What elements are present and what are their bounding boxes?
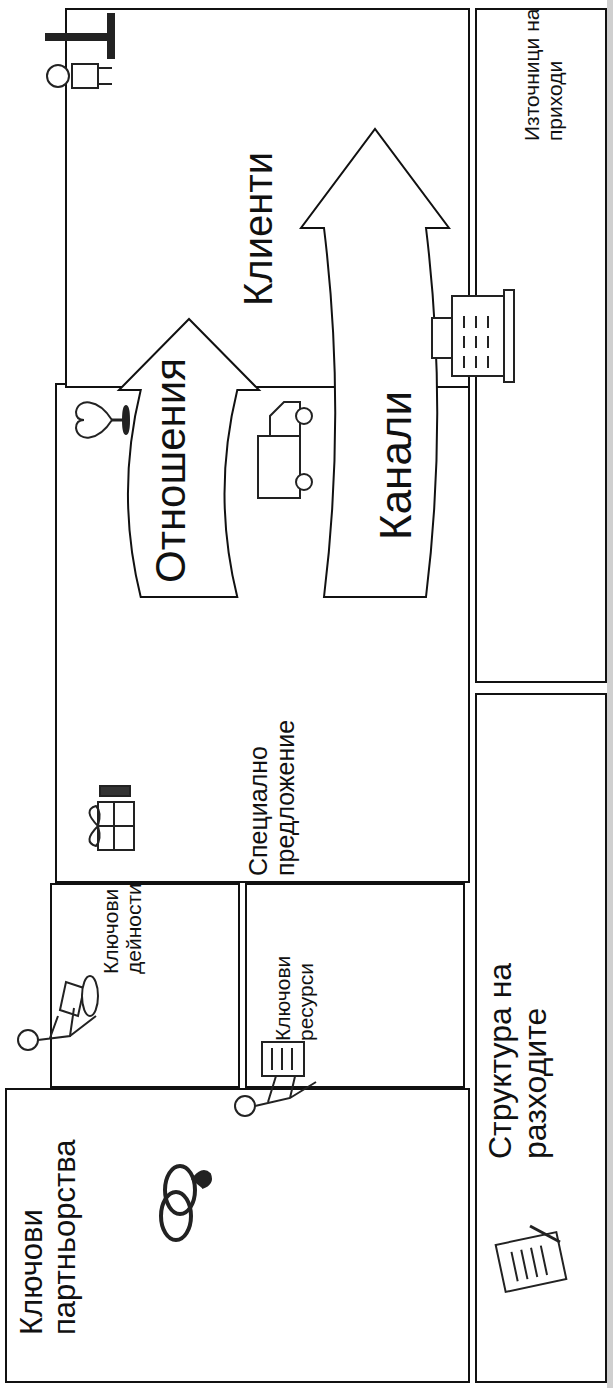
block-label: Ключови ресурси bbox=[272, 951, 317, 1041]
gift-icon bbox=[89, 786, 134, 850]
worker-figure bbox=[18, 976, 98, 1050]
worker-figure bbox=[235, 1042, 316, 1116]
arrow-block: Отношения bbox=[118, 318, 260, 598]
truck-icon bbox=[258, 402, 312, 498]
block-label: Ключови дейности bbox=[100, 884, 145, 974]
block-label: Отношения bbox=[148, 353, 193, 583]
block-label: Специално предложение bbox=[245, 676, 299, 876]
block-label: Структура на разходите bbox=[483, 859, 552, 1159]
canvas-block: Източници на приходи bbox=[475, 8, 607, 683]
customer-figure bbox=[46, 14, 114, 88]
canvas-block: Ключови дейности bbox=[50, 883, 240, 1088]
block-label: Източници на приходи bbox=[521, 0, 566, 141]
board-shadow bbox=[607, 0, 613, 1388]
arrow-block: Канали bbox=[300, 128, 450, 598]
block-label: Ключови партньорства bbox=[15, 1105, 82, 1335]
canvas-block: Ключови ресурси bbox=[245, 883, 465, 1088]
cash-register-icon bbox=[432, 290, 514, 382]
block-label: Клиенти bbox=[237, 106, 280, 306]
block-label: Канали bbox=[372, 340, 420, 540]
canvas-block: Структура на разходите bbox=[475, 693, 607, 1383]
canvas-block: Ключови партньорства bbox=[5, 1088, 470, 1383]
heart-icon bbox=[76, 402, 129, 437]
rings-icon bbox=[161, 1166, 211, 1240]
document-icon bbox=[496, 1226, 567, 1292]
